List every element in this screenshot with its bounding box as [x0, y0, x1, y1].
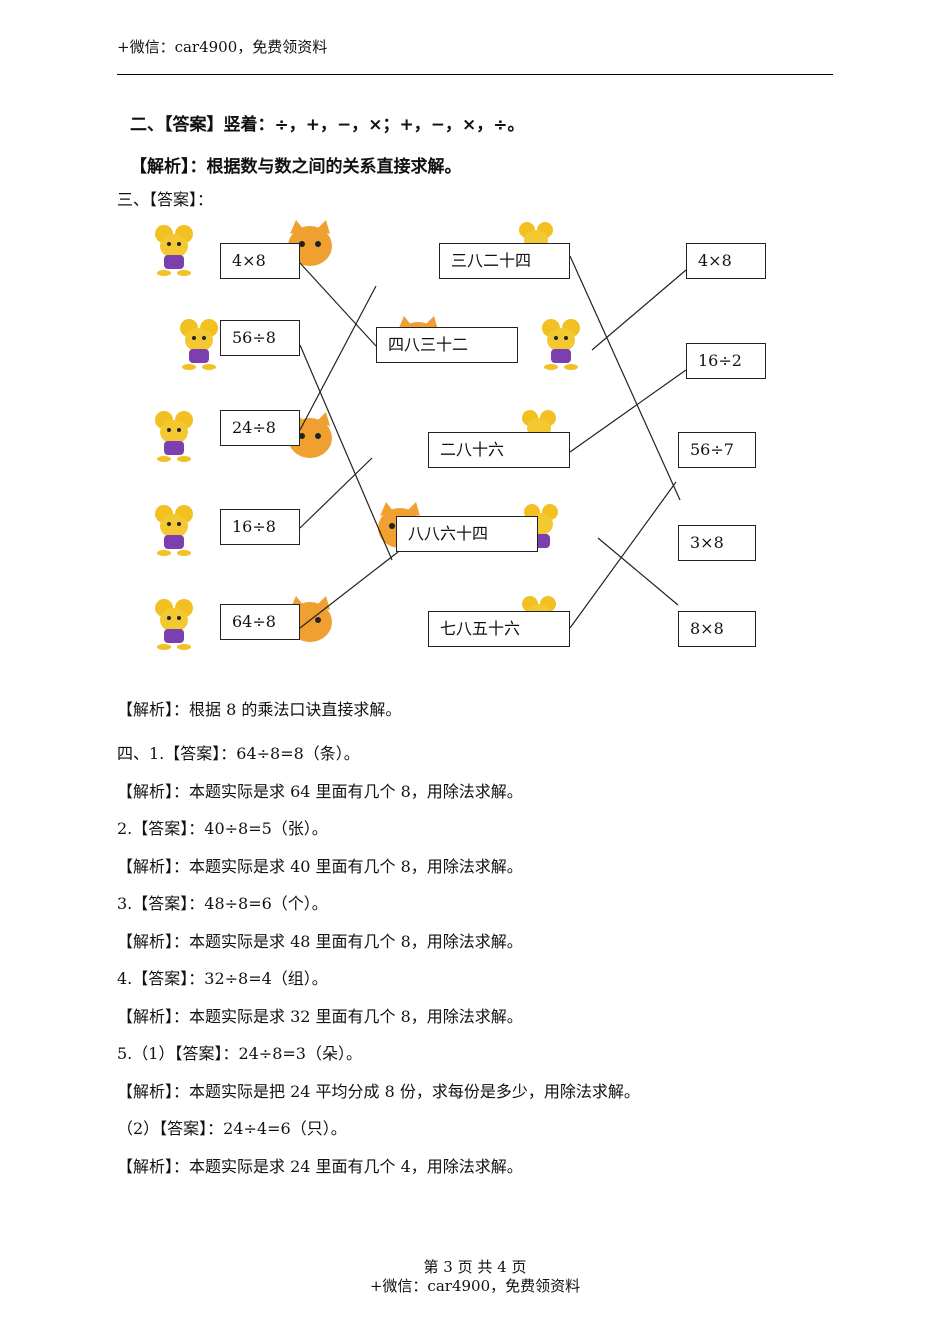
right-box: 16÷2	[686, 343, 766, 379]
section2-answer: 二、【答案】竖着：÷，+，−，×；+，−，×，÷。	[130, 115, 525, 135]
answer-line: （2）【答案】：24÷4=6（只）。	[117, 1119, 347, 1138]
right-box: 56÷7	[678, 432, 756, 468]
header-divider	[117, 74, 833, 75]
mouse-icon	[155, 599, 193, 650]
section3-heading: 三、【答案】：	[117, 190, 214, 209]
analysis-line: 【解析】：本题实际是求 48 里面有几个 8，用除法求解。	[117, 932, 523, 951]
answer-line: 4.【答案】：32÷8=4（组）。	[117, 969, 328, 988]
left-box: 56÷8	[220, 320, 300, 356]
mouse-icon	[180, 319, 218, 370]
middle-box: 七八五十六	[428, 611, 570, 647]
footer-note: +微信：car4900，免费领资料	[369, 1277, 581, 1295]
middle-box: 四八三十二	[376, 327, 518, 363]
answer-line: 5.（1）【答案】：24÷8=3（朵）。	[117, 1044, 362, 1063]
answer-line: 2.【答案】：40÷8=5（张）。	[117, 819, 328, 838]
middle-box: 八八六十四	[396, 516, 538, 552]
analysis-line: 【解析】：本题实际是求 32 里面有几个 8，用除法求解。	[117, 1007, 523, 1026]
left-box: 4×8	[220, 243, 300, 279]
section2-analysis: 【解析】：根据数与数之间的关系直接求解。	[130, 157, 462, 177]
right-box: 8×8	[678, 611, 756, 647]
analysis-line: 【解析】：本题实际是把 24 平均分成 8 份，求每份是多少，用除法求解。	[117, 1082, 640, 1101]
mouse-icon	[155, 505, 193, 556]
section3-analysis: 【解析】：根据 8 的乘法口诀直接求解。	[117, 700, 402, 719]
answer-line: 四、1.【答案】：64÷8=8（条）。	[117, 744, 360, 763]
answer-line: 3.【答案】：48÷8=6（个）。	[117, 894, 328, 913]
analysis-line: 【解析】：本题实际是求 40 里面有几个 8，用除法求解。	[117, 857, 523, 876]
middle-box: 三八二十四	[439, 243, 570, 279]
analysis-line: 【解析】：本题实际是求 64 里面有几个 8，用除法求解。	[117, 782, 523, 801]
middle-box: 二八十六	[428, 432, 570, 468]
mouse-icon	[155, 225, 193, 276]
mouse-icon	[542, 319, 580, 370]
header-note: +微信：car4900，免费领资料	[117, 38, 328, 56]
matching-lines	[299, 255, 687, 629]
right-box: 4×8	[686, 243, 766, 279]
left-box: 64÷8	[220, 604, 300, 640]
left-box: 16÷8	[220, 509, 300, 545]
left-box: 24÷8	[220, 410, 300, 446]
analysis-line: 【解析】：本题实际是求 24 里面有几个 4，用除法求解。	[117, 1157, 523, 1176]
page-number: 第 3 页 共 4 页	[423, 1258, 527, 1276]
mouse-icon	[155, 411, 193, 462]
right-box: 3×8	[678, 525, 756, 561]
